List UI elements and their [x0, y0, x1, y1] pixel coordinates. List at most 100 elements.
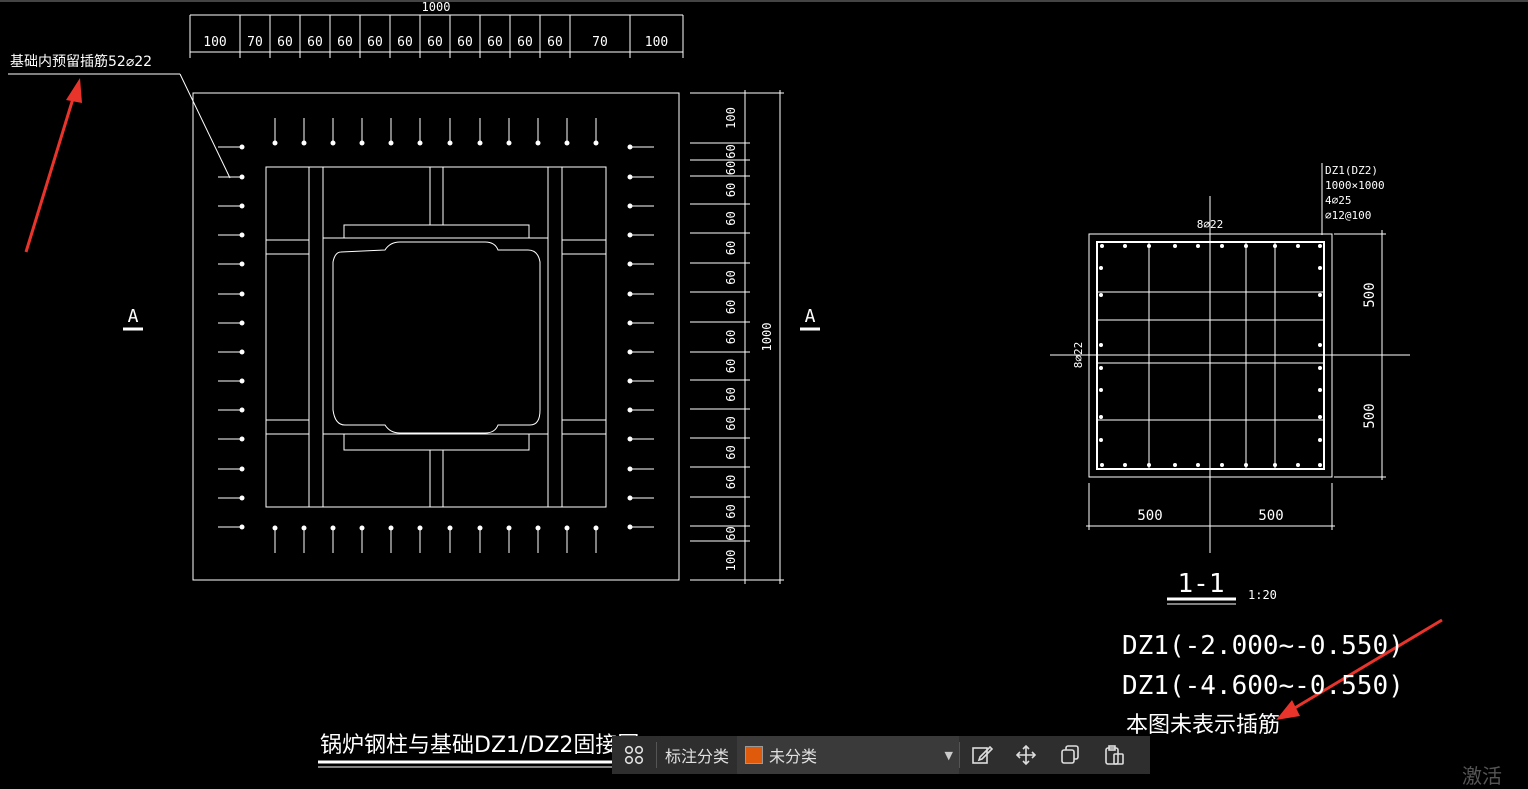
column-label-line-4: ⌀12@100: [1325, 209, 1371, 222]
section-bottom-dim-left: 500: [1137, 508, 1162, 524]
plan-right-total-label: 1000: [760, 323, 774, 352]
section-rebar-dot: [1318, 343, 1322, 347]
section-rebar-dot: [1318, 463, 1322, 467]
leader-note-text: 基础内预留插筋52⌀22: [10, 53, 152, 70]
rebar-pin: [417, 525, 423, 531]
section-right-dim-bottom: 500: [1362, 403, 1378, 428]
rebar-pin: [564, 525, 570, 531]
plan-right-dim-label: 60: [724, 475, 738, 489]
section-rebar-dot: [1318, 244, 1322, 248]
section-rebar-dot: [1099, 438, 1103, 442]
rebar-pin: [330, 525, 336, 531]
section-rebar-dot: [1196, 463, 1200, 467]
section-rebar-dot: [1147, 463, 1151, 467]
plan-right-dim-label: 60: [724, 300, 738, 314]
toolbar-separator: [656, 742, 657, 768]
grid-icon[interactable]: [612, 736, 656, 774]
section-rebar-dot: [1318, 415, 1322, 419]
plan-total-dim-label: 1000: [422, 0, 451, 14]
rebar-pin: [535, 140, 541, 146]
section-rebar-dot: [1273, 463, 1277, 467]
section-rebar-dot: [1147, 244, 1151, 248]
section-rebar-dot: [1099, 366, 1103, 370]
plan-right-dim-label: 60: [724, 183, 738, 197]
rebar-pin: [627, 349, 633, 355]
red-arrow-bottom-right: [1276, 618, 1443, 720]
section-rebar-dots: [1099, 244, 1322, 467]
section-rebar-dot: [1220, 463, 1224, 467]
move-icon[interactable]: [1004, 736, 1048, 774]
section-mark-right: A: [805, 306, 816, 327]
section-rebar-dot: [1173, 244, 1177, 248]
section-rebar-dot: [1273, 244, 1277, 248]
rebar-pin: [627, 144, 633, 150]
plan-rebar-pins: [218, 118, 654, 553]
rebar-pin: [239, 144, 245, 150]
rebar-pin: [627, 378, 633, 384]
rebar-pin: [447, 140, 453, 146]
section-rebar-dot: [1318, 388, 1322, 392]
leader-line: [8, 73, 231, 179]
column-outline: [265, 166, 607, 508]
section-rebar-dot: [1100, 244, 1104, 248]
plan-right-dim-label: 100: [724, 107, 738, 129]
plan-top-dim-label: 60: [307, 35, 323, 50]
rebar-pin: [535, 525, 541, 531]
column-label-line-2: 1000×1000: [1325, 179, 1385, 192]
rebar-pin: [301, 140, 307, 146]
annotation-category-label: 标注分类: [665, 747, 730, 766]
plan-top-dim-label: 60: [277, 35, 293, 50]
annotation-category-select[interactable]: 未分类 ▼: [737, 736, 960, 774]
section-top-bars-label: 8⌀22: [1197, 218, 1224, 231]
rebar-pin: [506, 525, 512, 531]
section-rebar-dot: [1123, 244, 1127, 248]
plan-right-dim-label: 60: [724, 359, 738, 373]
plan-top-dim-label: 70: [592, 35, 608, 50]
rebar-pin: [627, 466, 633, 472]
section-rebar-dot: [1318, 266, 1322, 270]
rebar-pin: [388, 525, 394, 531]
plan-top-dim-label: 60: [367, 35, 383, 50]
chevron-down-icon: ▼: [944, 748, 954, 762]
plan-right-dimension: [690, 90, 784, 584]
rebar-pin: [477, 140, 483, 146]
section-rebar-dot: [1196, 244, 1200, 248]
section-rebar-dot: [1099, 343, 1103, 347]
section-mark-left: A: [128, 306, 139, 327]
category-select-value: 未分类: [769, 747, 818, 766]
plan-top-dimension: [189, 14, 684, 58]
rebar-pin: [627, 524, 633, 530]
section-bottom-dim-right: 500: [1258, 508, 1283, 524]
plan-top-dim-label: 60: [397, 35, 413, 50]
rebar-pin: [239, 436, 245, 442]
rebar-pin: [301, 525, 307, 531]
section-rebar-dot: [1123, 463, 1127, 467]
plan-view: [192, 92, 680, 581]
rebar-pin: [627, 320, 633, 326]
edit-icon[interactable]: [960, 736, 1004, 774]
paste-icon[interactable]: [1092, 736, 1136, 774]
rebar-pin: [627, 407, 633, 413]
rebar-pin: [239, 174, 245, 180]
rebar-pin: [239, 466, 245, 472]
rebar-pin: [627, 232, 633, 238]
copy-icon[interactable]: [1048, 736, 1092, 774]
plan-right-dim-label: 60: [724, 211, 738, 225]
rebar-pin: [627, 436, 633, 442]
plan-right-dim-label: 60: [724, 526, 738, 540]
section-rebar-dot: [1296, 244, 1300, 248]
plan-top-dim-label: 70: [247, 35, 263, 50]
drawing-title: 锅炉钢柱与基础DZ1/DZ2固接图: [320, 733, 639, 758]
category-color-swatch: [745, 746, 764, 764]
section-rebar-dot: [1173, 463, 1177, 467]
plan-right-dim-label: 60: [724, 161, 738, 175]
rebar-pin: [359, 140, 365, 146]
section-view: [1050, 163, 1410, 553]
plan-top-dim-label: 60: [517, 35, 533, 50]
plan-right-dim-label: 60: [724, 144, 738, 158]
section-rebar-dot: [1318, 438, 1322, 442]
rebar-pin: [506, 140, 512, 146]
plan-top-dim-label: 60: [547, 35, 563, 50]
toolbar-separator: [959, 742, 961, 768]
